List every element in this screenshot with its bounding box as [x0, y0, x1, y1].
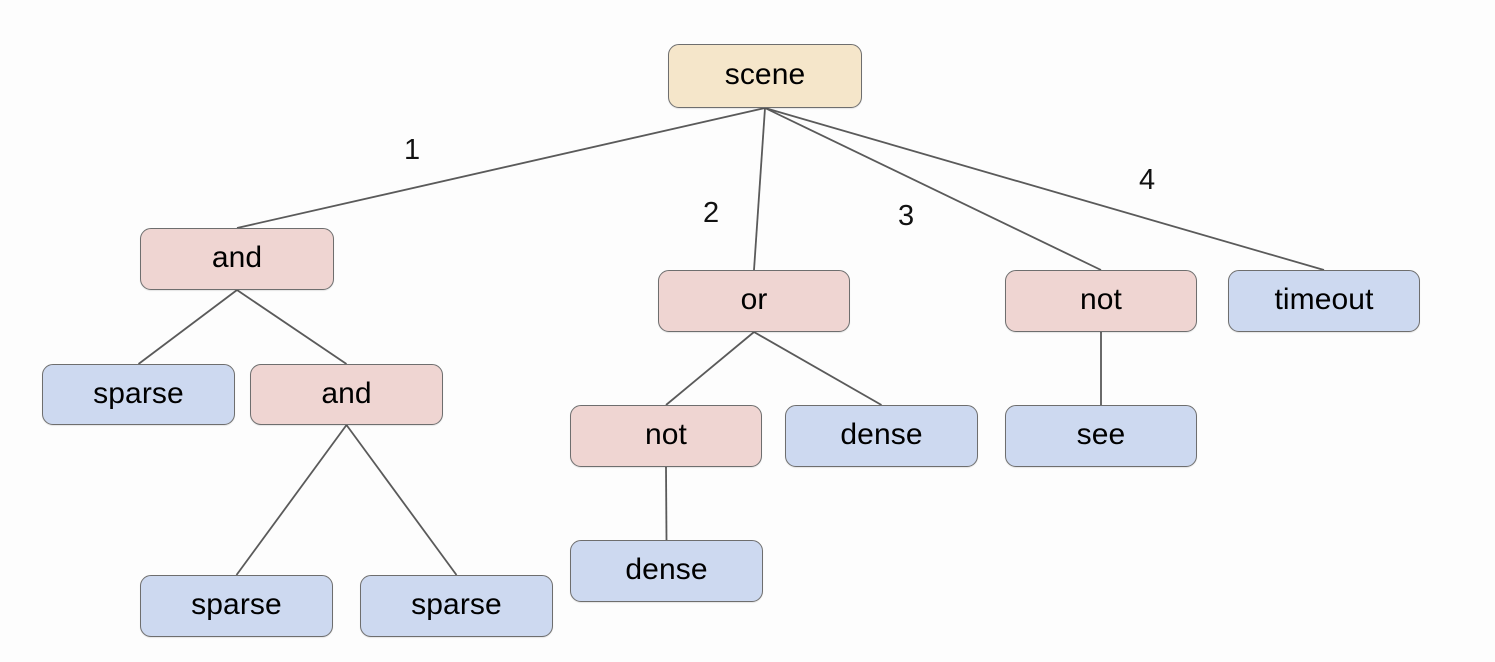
tree-edge: [764, 107, 1325, 271]
tree-edge: [665, 466, 668, 541]
edge-label: 2: [703, 197, 720, 229]
tree-edge: [753, 331, 882, 406]
tree-node-label: and: [321, 376, 372, 410]
tree-node-and1[interactable]: and: [140, 228, 334, 290]
tree-node-timeout1[interactable]: timeout: [1228, 270, 1420, 332]
tree-edge: [235, 424, 348, 576]
tree-node-and2[interactable]: and: [250, 364, 443, 425]
edge-label: 4: [1139, 164, 1156, 196]
tree-node-see1[interactable]: see: [1005, 405, 1197, 467]
tree-node-label: or: [740, 283, 768, 316]
tree-node-dense1[interactable]: dense: [785, 405, 978, 467]
tree-edge: [236, 289, 348, 365]
tree-node-label: not: [1079, 283, 1122, 316]
tree-node-label: see: [1076, 418, 1126, 451]
tree-node-label: sparse: [93, 376, 184, 410]
tree-edge: [236, 107, 766, 229]
tree-node-not1[interactable]: not: [1005, 270, 1197, 332]
tree-node-scene[interactable]: scene: [668, 44, 862, 108]
tree-edge: [137, 289, 238, 365]
tree-node-label: sparse: [191, 588, 282, 621]
tree-node-label: dense: [625, 553, 708, 586]
tree-node-label: sparse: [411, 588, 502, 621]
tree-edge: [345, 424, 458, 576]
tree-edge: [753, 107, 766, 271]
tree-node-label: not: [644, 418, 687, 451]
tree-node-sparse3[interactable]: sparse: [360, 575, 553, 637]
tree-node-sparse2[interactable]: sparse: [140, 575, 333, 637]
edge-label: 1: [404, 134, 421, 166]
tree-edge: [665, 331, 755, 406]
tree-node-or1[interactable]: or: [658, 270, 850, 332]
edge-label: 3: [898, 200, 915, 232]
tree-node-sparse1[interactable]: sparse: [42, 364, 235, 425]
tree-node-label: scene: [724, 58, 806, 91]
tree-node-not2[interactable]: not: [570, 405, 762, 467]
tree-node-label: dense: [840, 418, 923, 451]
tree-edge: [764, 107, 1102, 271]
tree-node-label: timeout: [1274, 283, 1374, 316]
tree-node-dense2[interactable]: dense: [570, 540, 763, 602]
tree-node-label: and: [211, 241, 263, 274]
